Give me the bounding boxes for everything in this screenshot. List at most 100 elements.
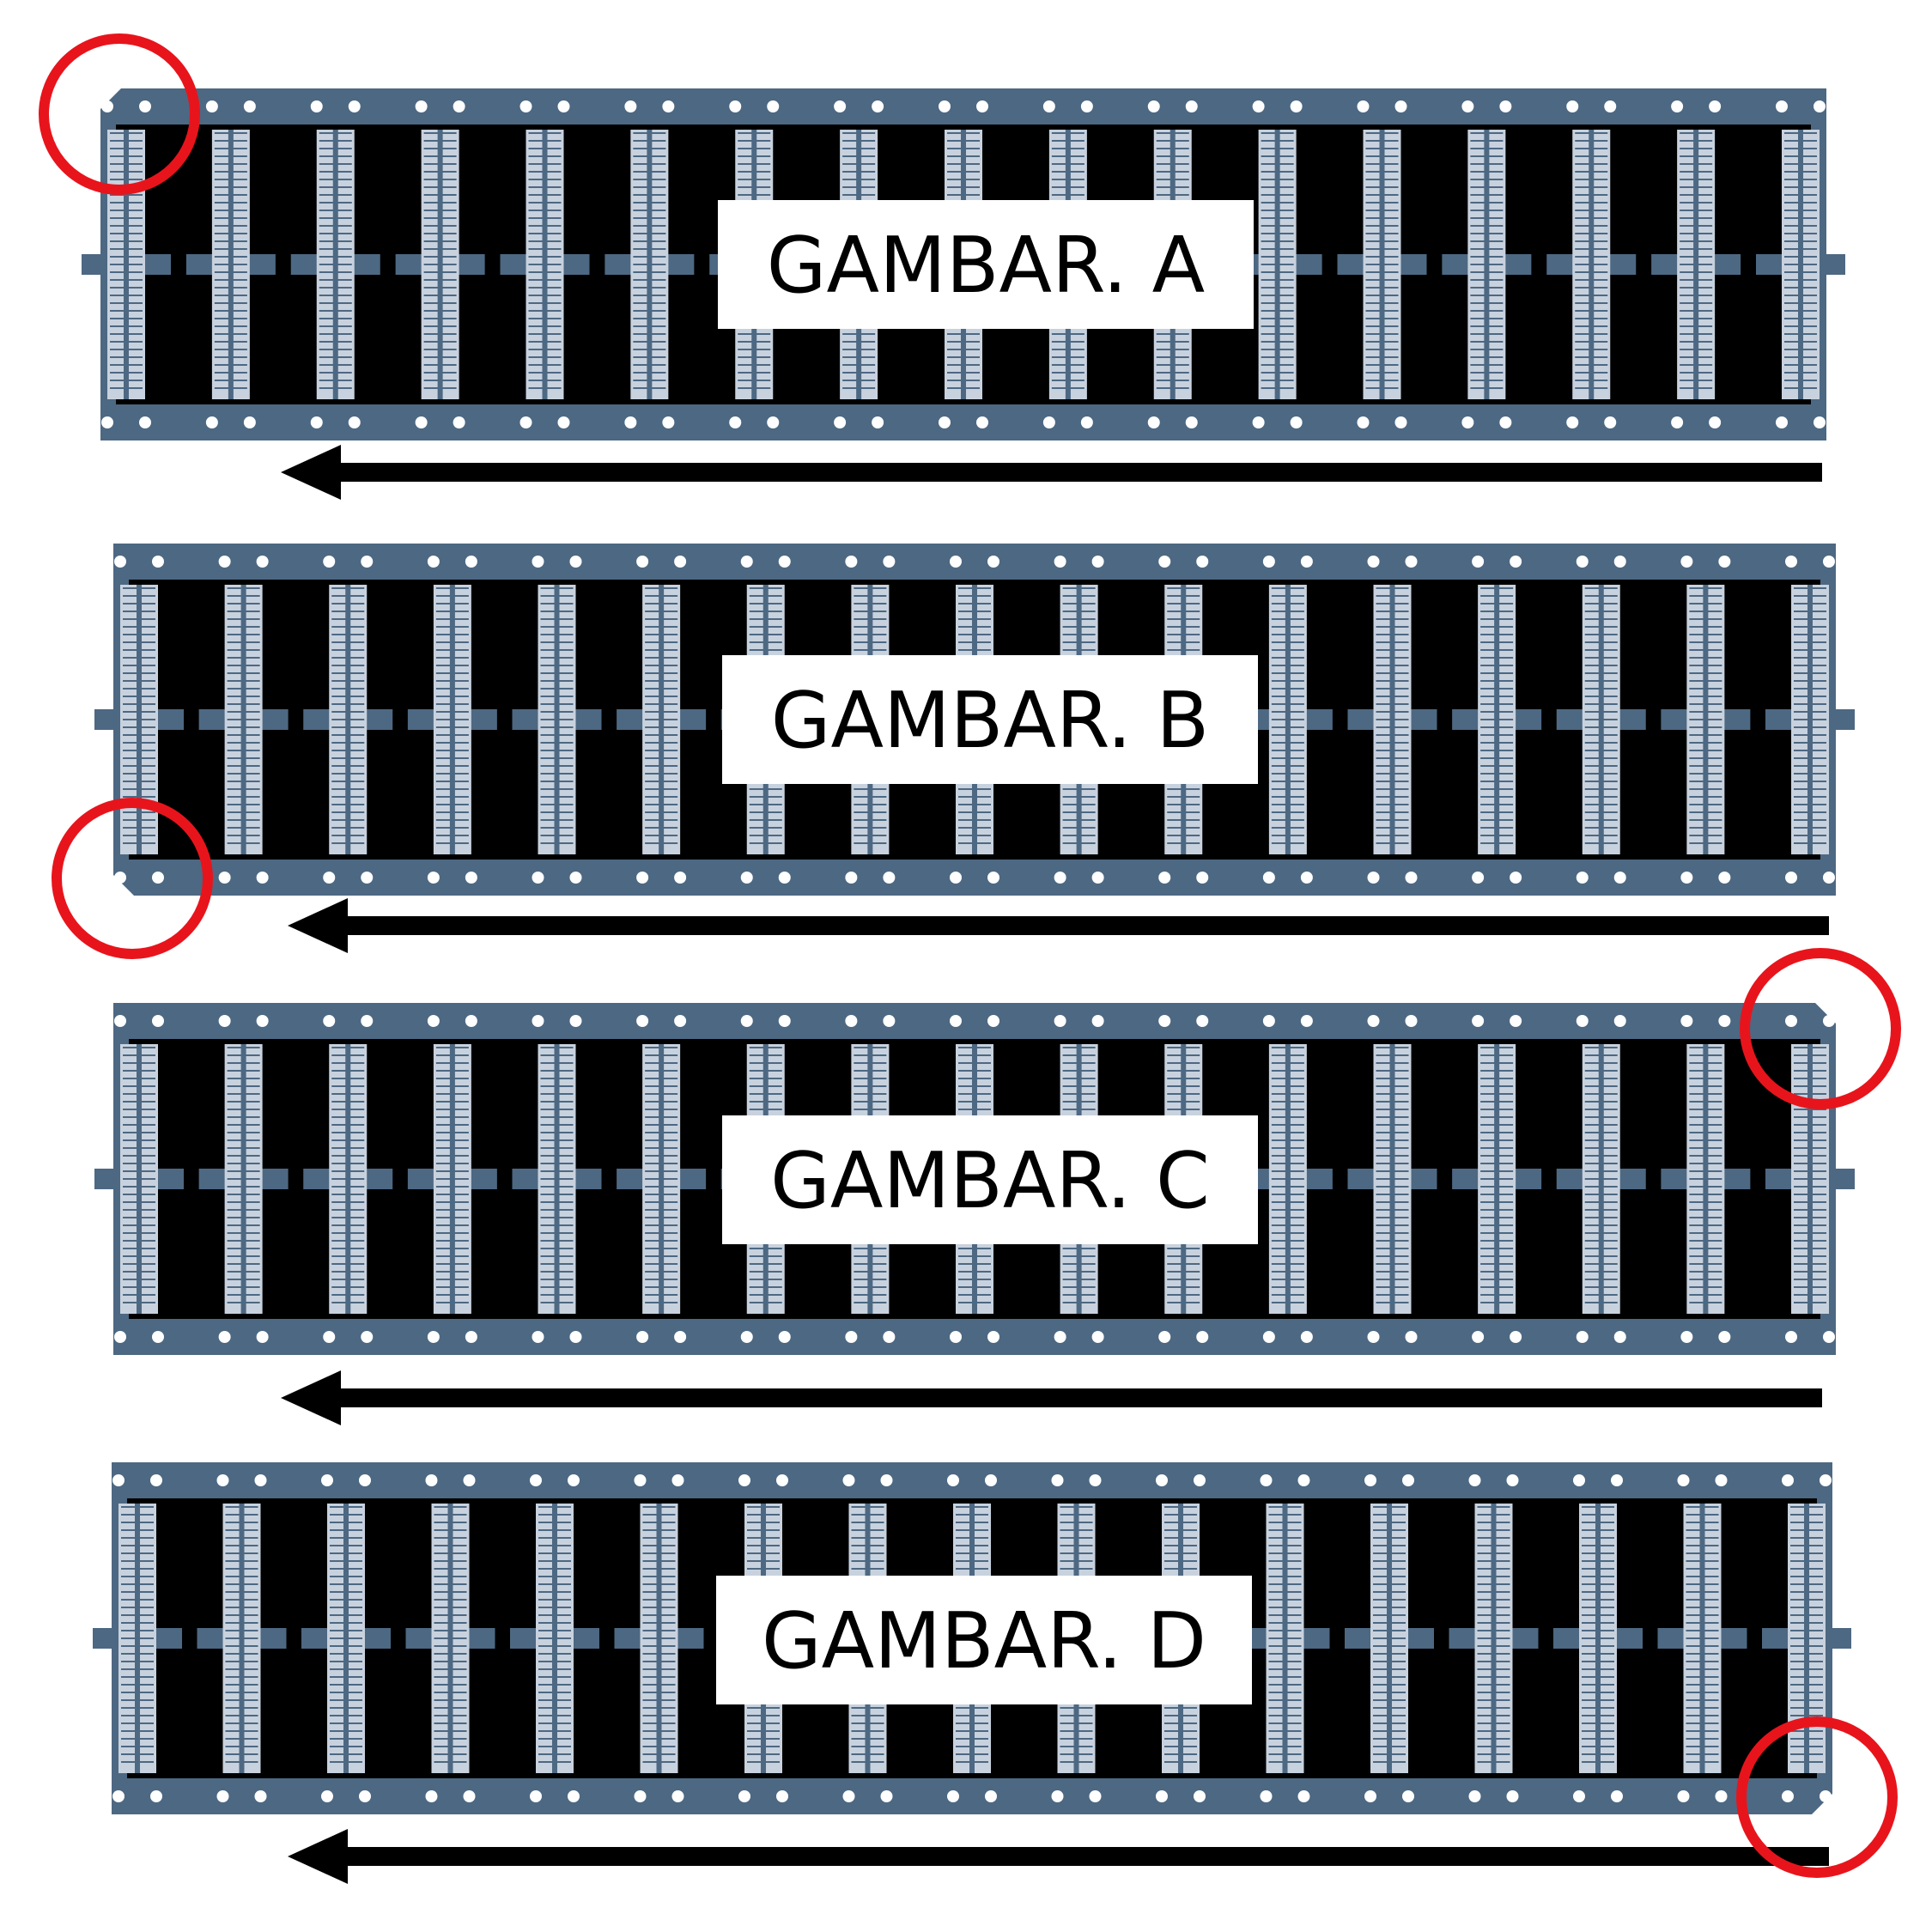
sprocket-hole [776,1474,788,1486]
sprocket-hole [1080,416,1093,428]
sprocket-hole [845,1331,858,1343]
sprocket-hole [1402,1474,1414,1486]
sprocket-hole [101,100,113,112]
sprocket-hole [1405,1015,1418,1027]
sprocket-hole [1357,100,1370,112]
sprocket-hole [1196,872,1209,884]
sprocket-hole [939,100,951,112]
arrowhead [288,1829,348,1884]
arrowhead [288,898,348,953]
sprocket-hole [1260,1790,1273,1802]
sprocket-hole [101,416,113,428]
lead-divider [345,1044,351,1314]
sprocket-hole [530,1790,542,1802]
sprocket-hole [1405,872,1418,884]
sprocket-hole [1611,1474,1623,1486]
sprocket-hole [778,1331,791,1343]
sprocket-hole [1089,1474,1102,1486]
sprocket-hole [427,872,440,884]
sprocket-hole [1367,556,1380,568]
sprocket-hole [1472,872,1485,884]
sprocket-hole [1054,556,1066,568]
sprocket-hole [465,556,477,568]
sprocket-hole [453,416,465,428]
sprocket-hole [568,1790,580,1802]
sprocket-hole [1576,556,1589,568]
sprocket-hole [1613,556,1626,568]
sprocket-hole [256,1015,269,1027]
sprocket-hole [1262,872,1275,884]
sprocket-hole [1196,1331,1209,1343]
sprocket-hole [1576,1015,1589,1027]
sprocket-hole [463,1790,476,1802]
sprocket-hole [738,1790,750,1802]
sprocket-hole [634,1790,647,1802]
sprocket-hole [883,872,896,884]
lead-divider [1693,130,1699,399]
sprocket-hole [883,1015,896,1027]
lead-divider [343,1504,349,1773]
sprocket-hole [880,1790,893,1802]
sprocket-hole [216,1474,229,1486]
orientation-marker-circle [1740,948,1901,1109]
sprocket-hole [218,1331,231,1343]
sprocket-hole [1472,1331,1485,1343]
label-box [718,200,1254,329]
sprocket-hole [1677,1790,1690,1802]
lead-divider [1703,585,1709,854]
sprocket-hole [310,416,323,428]
sprocket-hole [1680,1015,1693,1027]
sprocket-hole [323,1015,336,1027]
sprocket-hole [1185,416,1198,428]
sprocket-hole [1260,1474,1273,1486]
sprocket-hole [150,1790,162,1802]
sprocket-hole [1089,1790,1102,1802]
sprocket-hole [1091,556,1104,568]
strip-gambar-d: GAMBAR. D [93,1462,1898,1884]
sprocket-hole [1573,1474,1585,1486]
sprocket-hole [114,872,126,884]
sprocket-hole [530,1474,542,1486]
sprocket-hole [218,1015,231,1027]
sprocket-hole [1158,1015,1171,1027]
sprocket-hole [1709,416,1722,428]
sprocket-hole [1158,1331,1171,1343]
sprocket-hole [150,1474,162,1486]
sprocket-hole [778,1015,791,1027]
sprocket-hole [947,1474,959,1486]
lead-divider [345,585,351,854]
lead-divider [1494,585,1500,854]
sprocket-hole [1814,100,1826,112]
sprocket-hole [1405,556,1418,568]
sprocket-hole [1091,1331,1104,1343]
sprocket-hole [1785,1015,1797,1027]
sprocket-hole [1499,416,1512,428]
lead-lines [1373,1506,1406,1763]
sprocket-hole [740,1331,753,1343]
sprocket-hole [1671,416,1684,428]
sprocket-hole [1367,1331,1380,1343]
sprocket-hole [845,1015,858,1027]
sprocket-hole [1510,1015,1522,1027]
sprocket-hole [1156,1474,1168,1486]
sprocket-hole [1718,1015,1731,1027]
lead-divider [1699,1504,1705,1773]
sprocket-hole [834,416,847,428]
sprocket-hole [740,1015,753,1027]
sprocket-hole [1785,1331,1797,1343]
sprocket-hole [519,100,532,112]
sprocket-hole [348,416,361,428]
lead-divider [1589,130,1595,399]
sprocket-hole [1611,1790,1623,1802]
sprocket-hole [415,100,428,112]
sprocket-hole [1718,872,1731,884]
sprocket-hole [987,872,999,884]
arrowhead [281,1370,341,1425]
sprocket-hole [256,556,269,568]
sprocket-hole [1680,1331,1693,1343]
sprocket-hole [1776,416,1788,428]
sprocket-hole [1290,416,1303,428]
sprocket-hole [1461,100,1474,112]
sprocket-hole [1262,1015,1275,1027]
